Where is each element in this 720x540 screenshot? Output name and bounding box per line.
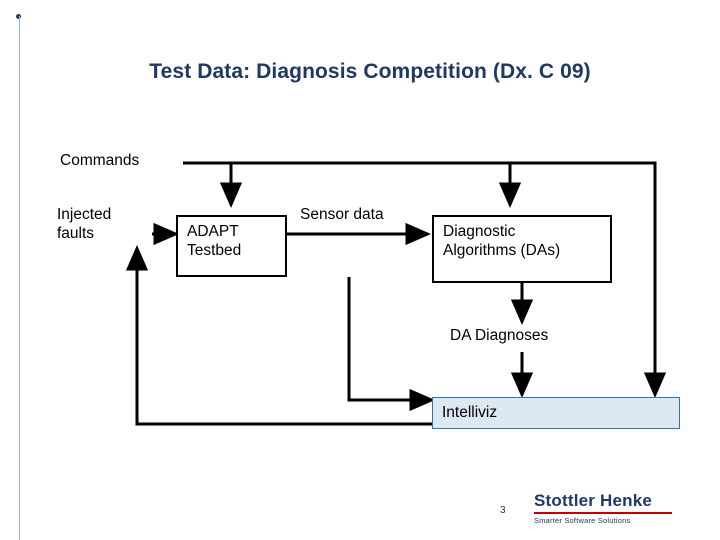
box-intelliviz[interactable]: Intelliviz — [432, 397, 680, 429]
decorative-vertical-rule — [19, 16, 20, 540]
box-diagnostic-algorithms[interactable]: Diagnostic Algorithms (DAs) — [432, 215, 612, 283]
logo-tagline: Smarter Software Solutions — [534, 516, 631, 525]
decorative-dot — [16, 14, 21, 19]
page-title: Test Data: Diagnosis Competition (Dx. C … — [149, 60, 591, 83]
company-logo: Stottler Henke Smarter Software Solution… — [534, 492, 672, 526]
logo-company-name: Stottler Henke — [534, 491, 653, 510]
logo-accent-bar — [534, 512, 672, 514]
box-adapt-testbed[interactable]: ADAPT Testbed — [176, 215, 287, 277]
page-number: 3 — [500, 505, 506, 516]
label-da-diagnoses: DA Diagnoses — [450, 327, 549, 344]
label-commands: Commands — [60, 152, 140, 169]
label-injected-faults: Injected faults — [57, 206, 112, 242]
label-sensor-data: Sensor data — [300, 206, 384, 223]
